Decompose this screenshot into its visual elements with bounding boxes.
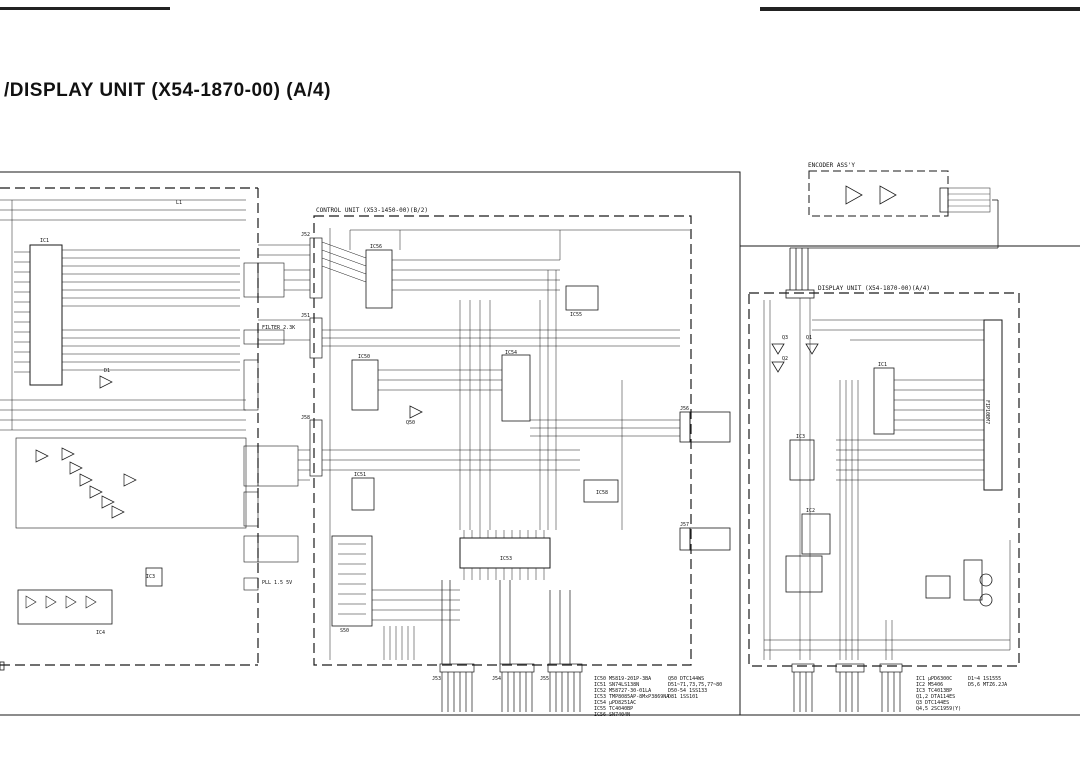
j55-label: J55 — [540, 676, 550, 682]
parts-list-item: IC54 μPD8251AC — [594, 700, 637, 706]
parts-list-item: IC51 SN74LS138N — [594, 682, 640, 688]
q50-label: Q50 — [406, 420, 416, 426]
ic53-label: IC53 — [500, 556, 513, 562]
ic55-label: IC55 — [570, 312, 583, 318]
parts-list-item: IC55 TC4040BP — [594, 706, 634, 712]
j52-label: J52 — [301, 232, 311, 238]
j58-label: J58 — [301, 415, 311, 421]
parts-list-item: Q4,5 2SC1959(Y) — [916, 706, 962, 712]
ic4-label: IC4 — [96, 630, 106, 636]
ic58-label: IC58 — [596, 490, 609, 496]
ic56-label: IC56 — [370, 244, 383, 250]
ic51-label: IC51 — [354, 472, 367, 478]
board-outline — [0, 171, 1080, 716]
fip-label: FIP10BM7 — [984, 400, 990, 425]
parts-list-item: IC56 SN7404N — [594, 712, 631, 718]
control-unit-border — [313, 215, 692, 666]
parts-list-item: IC1 μPD6300C — [916, 676, 953, 682]
parts-list-item: IC50 M5819-201P-3BA — [594, 676, 652, 682]
control-unit-label: CONTROL UNIT (X53-1450-00)(B/2) — [316, 207, 428, 214]
ic1-left-label: IC1 — [40, 238, 50, 244]
parts-list-item: IC52 M58727-30-01LA — [594, 688, 652, 694]
encoder-border — [808, 170, 949, 217]
ic50-label: IC50 — [358, 354, 371, 360]
display-unit-label: DISPLAY UNIT (X54-1870-00)(A/4) — [818, 285, 930, 292]
ic2-display-label: IC2 — [806, 508, 816, 514]
parts-list-item: D5,6 MTZ6.2JA — [968, 682, 1008, 688]
filter-label: FILTER 2.3K — [262, 325, 296, 331]
d1-label: D1 — [104, 368, 111, 374]
q2-label: Q2 — [782, 356, 789, 362]
j57-label: J57 — [680, 522, 690, 528]
ic54-label: IC54 — [505, 350, 518, 356]
display-unit-border — [748, 292, 1020, 667]
l1-label: L1 — [176, 200, 183, 206]
parts-list-item: IC3 TC4013BP — [916, 688, 953, 694]
j51-label: J51 — [301, 313, 311, 319]
s50-label: S50 — [340, 628, 350, 634]
ic3-display-label: IC3 — [796, 434, 806, 440]
parts-list-control-2: Q50 DTC144WS D51~71,73,75,77~80 D50-54 1… — [668, 676, 722, 700]
j56-label: J56 — [680, 406, 690, 412]
parts-list-item: IC53 TMP8085AP-8MxP3869NA — [594, 694, 670, 700]
left-unit-border — [0, 187, 259, 666]
parts-list-item: Q1,2 DTA114ES — [916, 694, 956, 700]
parts-list-display: IC1 μPD6300C IC2 M5406 IC3 TC4013BP Q1,2… — [916, 676, 961, 712]
q1-label: Q1 — [806, 335, 813, 341]
page-title: /DISPLAY UNIT (X54-1870-00) (A/4) — [4, 80, 331, 101]
q3-label: Q3 — [782, 335, 789, 341]
parts-list-item: IC2 M5406 — [916, 682, 944, 688]
ic3-left-label: IC3 — [146, 574, 156, 580]
parts-list-item: Q3 DTC144ES — [916, 700, 950, 706]
parts-list-display-2: D1~4 1S1555 D5,6 MTZ6.2JA — [968, 676, 1007, 688]
parts-list-control: IC50 M5819-201P-3BA IC51 SN74LS138N IC52… — [594, 676, 669, 718]
parts-list-item: Q50 DTC144WS — [668, 676, 705, 682]
scan-edge-top — [0, 0, 1080, 11]
encoder-label: ENCODER ASS'Y — [808, 162, 855, 169]
parts-list-item: D1~4 1S1555 — [968, 676, 1002, 682]
j54-label: J54 — [492, 676, 502, 682]
parts-list-item: D81 1SS101 — [668, 694, 699, 700]
j53-label: J53 — [432, 676, 442, 682]
ic1-display-label: IC1 — [878, 362, 888, 368]
parts-list-item: D51~71,73,75,77~80 — [668, 682, 723, 688]
parts-list-item: D50-54 1SS133 — [668, 688, 708, 694]
pll-label: PLL 1.5 5V — [262, 580, 293, 586]
